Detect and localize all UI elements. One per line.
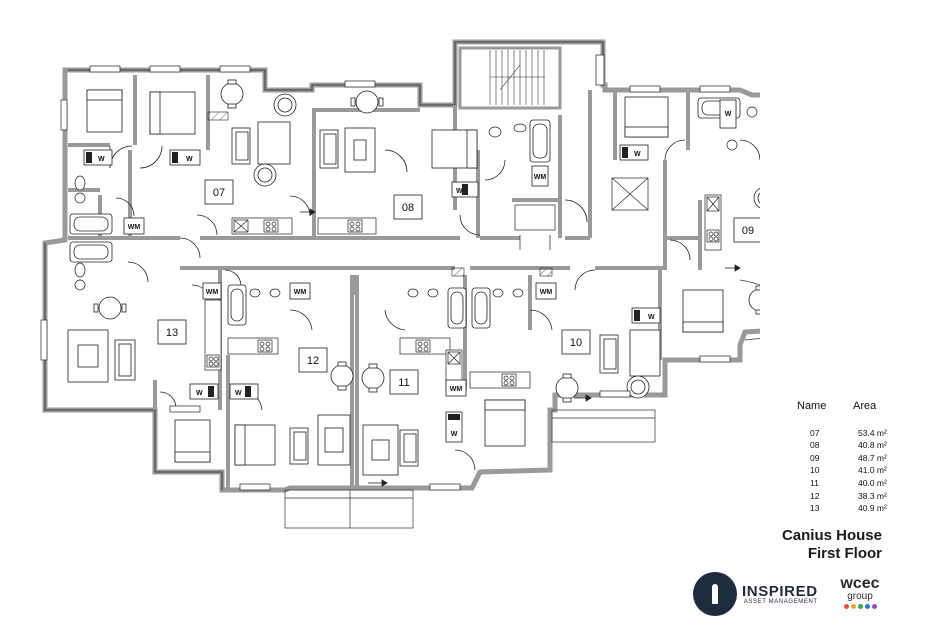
unit-number: 12: [307, 355, 319, 367]
kitchens: [204, 194, 722, 391]
wm-label: WM: [540, 289, 553, 296]
wcec-dot-icon: [857, 604, 863, 609]
wcec-dots: [838, 604, 882, 609]
wm-label: WM: [450, 386, 463, 393]
risers: [207, 111, 553, 277]
wm-label: WM: [206, 289, 219, 296]
table-row: 08 40.8 m²: [786, 439, 896, 452]
unit-area: 41.0 m²: [858, 465, 887, 476]
wcec-dot-icon: [843, 604, 849, 609]
wardrobe-label: W: [725, 111, 732, 118]
unit-number: 07: [213, 187, 225, 199]
outer-wall-edges: [44, 41, 604, 490]
beds: [86, 89, 724, 466]
table-row: 07 53.4 m²: [786, 427, 896, 440]
wardrobes: W W W W W W W W W: [83, 99, 737, 443]
area-schedule: Name Area 07 53.4 m² 08 40.8 m² 09 48.7 …: [786, 400, 896, 515]
unit-name: 09: [810, 452, 820, 463]
stair-core: [458, 46, 649, 250]
wcec-name: wcec: [840, 575, 880, 592]
unit-name: 12: [810, 490, 820, 501]
wcec-subtitle: group: [847, 591, 873, 602]
wardrobe-label: W: [186, 156, 193, 163]
unit-name: 11: [810, 477, 819, 488]
drawing-title: Canius House First Floor: [770, 527, 882, 563]
unit-area: 53.4 m²: [858, 427, 887, 438]
dining-tables: [93, 79, 760, 403]
unit-name: 13: [810, 503, 820, 514]
wcec-dot-icon: [871, 604, 877, 609]
unit-number: 10: [570, 337, 582, 349]
building-name: Canius House: [781, 527, 882, 544]
inspired-name: INSPIRED: [742, 582, 818, 600]
unit-number: 11: [398, 377, 409, 389]
table-row: 09 48.7 m²: [786, 452, 896, 465]
doors: [109, 139, 760, 471]
inspired-logo: INSPIRED ASSET MANAGEMENT: [693, 572, 818, 616]
unit-area: 40.0 m²: [858, 477, 887, 488]
inspired-mark-icon: [693, 572, 737, 616]
unit-area: 40.9 m²: [858, 503, 887, 514]
wm-label: WM: [534, 174, 547, 181]
floor-name: First Floor: [807, 545, 882, 562]
unit-number: 08: [402, 202, 414, 214]
direction-arrows: [300, 208, 741, 487]
name-column-header: Name: [797, 400, 827, 412]
unit-number: 09: [742, 225, 754, 237]
wm-label: WM: [128, 224, 141, 231]
tables: [67, 121, 661, 476]
unit-area: 38.3 m²: [858, 490, 887, 501]
wcec-dot-icon: [864, 604, 870, 609]
windows: [40, 54, 731, 491]
wardrobe-label: W: [634, 151, 641, 158]
sofas: [114, 127, 619, 467]
inspired-subtitle: ASSET MANAGEMENT: [743, 598, 818, 605]
wardrobe-label: W: [196, 390, 203, 397]
washing-machines: WM WM WM WM WM WM: [123, 165, 557, 397]
unit-area: 48.7 m²: [858, 452, 887, 463]
wardrobe-label: W: [648, 314, 655, 321]
wardrobe-label: W: [451, 431, 458, 438]
unit-name: 08: [810, 440, 820, 451]
table-row: 12 38.3 m²: [786, 490, 896, 503]
table-row: 11 40.0 m²: [786, 477, 896, 490]
wm-label: WM: [294, 289, 307, 296]
unit-labels: 07 08 09 10 11 12 13: [157, 179, 760, 395]
unit-name: 07: [810, 427, 820, 438]
table-row: 13 40.9 m²: [786, 502, 896, 515]
unit-number: 13: [166, 327, 178, 339]
table-row: 10 41.0 m²: [786, 464, 896, 477]
wardrobe-label: W: [98, 156, 105, 163]
swivel-chairs: [253, 93, 760, 399]
floor-plan: WM WM WM WM WM WM W W W W W W W W: [40, 39, 760, 529]
unit-name: 10: [810, 465, 820, 476]
area-schedule-header: Name Area: [786, 400, 896, 413]
area-column-header: Area: [853, 400, 877, 412]
wcec-logo: wcec group: [838, 576, 882, 609]
wcec-dot-icon: [850, 604, 856, 609]
wardrobe-label: W: [235, 390, 242, 397]
balconies: [284, 279, 760, 529]
wardrobe-label: W: [456, 188, 463, 195]
unit-area: 40.8 m²: [858, 440, 887, 451]
